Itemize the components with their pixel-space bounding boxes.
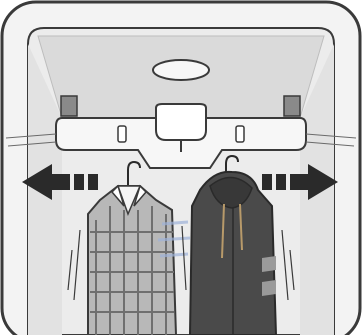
right-bracket [284, 96, 300, 116]
plaid-shirt [88, 186, 176, 335]
ceiling-light-icon [153, 60, 209, 80]
motor-unit [156, 104, 206, 140]
left-bracket [61, 96, 77, 116]
bar-slot-right [236, 126, 244, 142]
bar-slot-left [118, 126, 126, 142]
hoodie [190, 172, 276, 335]
